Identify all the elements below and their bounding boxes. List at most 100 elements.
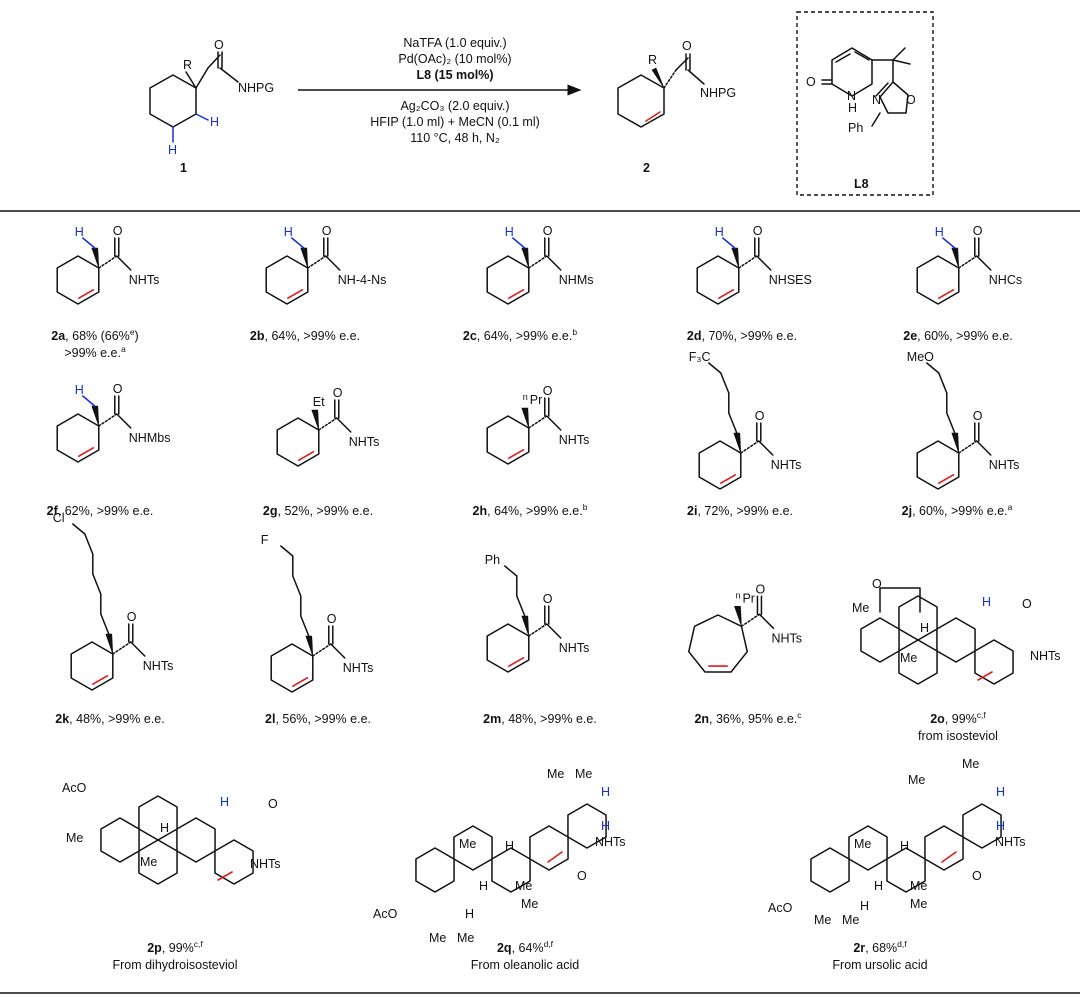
entry-caption: 2e, 60%, >99% e.e. (903, 329, 1012, 343)
entry-caption: 2r, 68%d,f (853, 939, 907, 955)
carbonyl-o-label: O (753, 224, 763, 238)
compound-number: 2i (687, 504, 697, 518)
caption-separator: , (487, 504, 494, 518)
ring (848, 825, 888, 871)
atom-label-o: O (872, 577, 882, 591)
new-alkene-bond (92, 675, 109, 686)
caption-separator: , (697, 504, 704, 518)
new-alkene-bond (508, 289, 525, 300)
carbonyl-o-label: O (755, 409, 765, 423)
amide-label: NHTs (1030, 649, 1061, 663)
entry-caption: 2h, 64%, >99% e.e.b (473, 502, 588, 518)
ring (453, 825, 493, 871)
condition-solvent: HFIP (1.0 ml) + MeCN (0.1 ml) (370, 115, 540, 129)
amide-label: NHTs (995, 835, 1026, 849)
caption-separator: , (278, 504, 285, 518)
atom-label-o: O (268, 797, 278, 811)
chain-terminus-label: F (261, 533, 269, 547)
n-prefix-label: n (523, 392, 528, 402)
new-alkene-bond (941, 851, 957, 863)
new-alkene-bond (78, 447, 95, 458)
condition-oxidant: Ag₂CO₃ (2.0 equiv.) (400, 99, 509, 113)
entry-2j: O NHTs MeO 2j, 60%, >99% e.e.a (902, 350, 1020, 518)
ring (214, 839, 254, 885)
caption-separator: , (65, 329, 72, 343)
caption-separator: , (865, 941, 872, 955)
entry-caption: 2f, 62%, >99% e.e. (47, 504, 154, 518)
footnote-marker: c,f (977, 710, 987, 720)
ligand-name: L8 (854, 177, 869, 191)
amide-label: NHCs (989, 273, 1022, 287)
yield-ee: 68% (872, 941, 897, 955)
amide-label: NHTs (771, 631, 802, 645)
yield-ee: 70%, >99% e.e. (708, 329, 797, 343)
ring (860, 617, 900, 663)
atom-label-me2: Me (962, 757, 979, 771)
entry-caption: 2j, 60%, >99% e.e.a (902, 502, 1013, 518)
reactant-number: 1 (180, 161, 187, 175)
chain-terminus-label: Cl (53, 511, 65, 525)
new-alkene-bond (938, 474, 955, 485)
atom-label-o: O (972, 869, 982, 883)
atom-label-o: O (577, 869, 587, 883)
ring (916, 440, 960, 490)
new-alkene-bond (217, 871, 233, 881)
compound-number: 2b (250, 329, 265, 343)
compound-number: 2n (694, 712, 709, 726)
caption-separator: , (265, 329, 272, 343)
methyl-h-label: H (715, 225, 724, 239)
amide-label: NHTs (143, 659, 174, 673)
compound-number: 2j (902, 504, 912, 518)
new-alkene-bond (508, 657, 525, 668)
chain-terminus-label: MeO (907, 350, 934, 364)
ligand-o2-label: O (906, 93, 916, 107)
ee-value: >99% e.e. (64, 346, 121, 360)
carbonyl-o-label: O (543, 592, 553, 606)
carbonyl-o-label: O (127, 610, 137, 624)
compound-number: 2l (265, 712, 275, 726)
amide-label: NHTs (989, 458, 1020, 472)
ring (56, 413, 100, 463)
carbonyl-o-label: O (322, 224, 332, 238)
compound-number: 2a (51, 329, 66, 343)
natural-product-source: From oleanolic acid (471, 958, 579, 972)
carbonyl-o-label: O (973, 409, 983, 423)
atom-label-h4: H (479, 879, 488, 893)
atom-label-h5: H (860, 899, 869, 913)
footnote-marker: e (130, 327, 135, 337)
amide-label: NH-4-Ns (338, 273, 387, 287)
compound-number: 2m (483, 712, 501, 726)
condition-ligand: L8 (15 mol%) (416, 68, 493, 82)
condition-pd-catalyst: Pd(OAc)₂ (10 mol%) (398, 52, 511, 66)
ligand-l8-structure: O N H N O Ph (806, 47, 916, 135)
atom-label-me6: Me (515, 879, 532, 893)
atom-label-me1: Me (908, 773, 925, 787)
entry-caption: 2c, 64%, >99% e.e.b (463, 327, 577, 343)
carbonyl-o-label: O (973, 224, 983, 238)
wedge-bond (734, 605, 742, 627)
amide-label: NHTs (343, 661, 374, 675)
caption-separator: , (162, 941, 169, 955)
ring (898, 595, 938, 641)
atom-label-me1: Me (66, 831, 83, 845)
natural-product-source: from isosteviol (918, 729, 998, 743)
ligand-o-label: O (806, 75, 816, 89)
wedge-bond (311, 409, 320, 431)
atom-label-me7: Me (521, 897, 538, 911)
caption-separator: , (275, 712, 282, 726)
ring (936, 617, 976, 663)
entry-caption: 2g, 52%, >99% e.e. (263, 504, 373, 518)
entry-caption: 2d, 70%, >99% e.e. (687, 329, 797, 343)
n-prefix-label: n (735, 590, 740, 600)
yield-ee: 99% (952, 712, 977, 726)
